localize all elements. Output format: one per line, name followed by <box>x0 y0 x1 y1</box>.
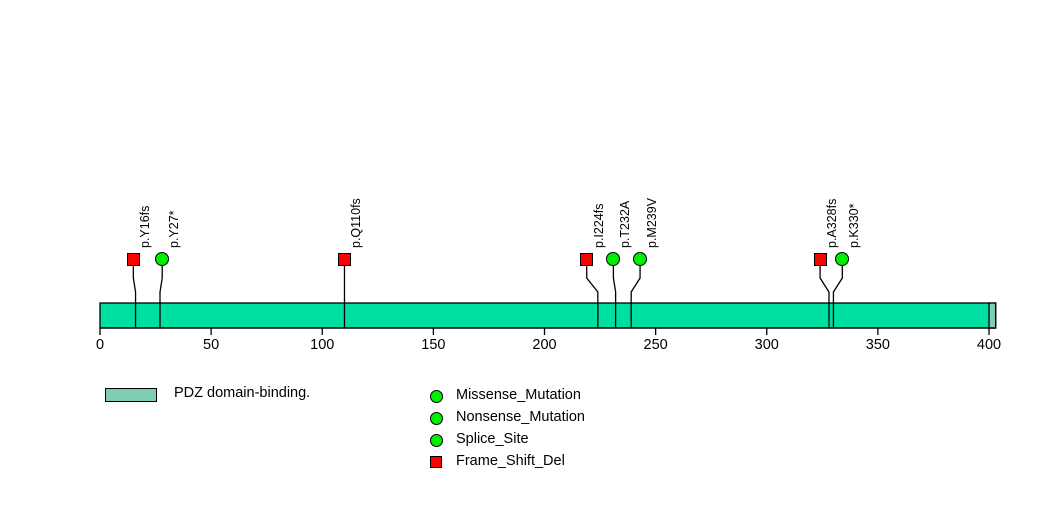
protein-backbone <box>99 302 997 329</box>
mutation-marker[interactable] <box>155 252 170 266</box>
x-axis-tick-label: 50 <box>203 337 220 353</box>
mutation-label: p.M239V <box>645 197 660 248</box>
legend-mutation-swatch <box>430 412 443 425</box>
x-axis-tick-label: 200 <box>532 337 557 353</box>
x-axis-tick-label: 350 <box>865 337 890 353</box>
mutation-marker[interactable] <box>813 252 827 266</box>
legend-mutation-label[interactable]: Splice_Site <box>456 431 529 447</box>
protein-domain[interactable] <box>988 302 997 329</box>
mutation-label: p.Y16fs <box>138 205 153 248</box>
mutation-marker[interactable] <box>835 252 850 266</box>
mutation-marker[interactable] <box>126 252 140 266</box>
x-axis-tick-label: 0 <box>95 337 105 353</box>
legend-domain-label: PDZ domain-binding. <box>174 385 311 401</box>
mutation-marker[interactable] <box>633 252 648 266</box>
legend-mutation-label[interactable]: Nonsense_Mutation <box>456 409 585 425</box>
legend-mutation-swatch <box>430 390 443 403</box>
mutation-label: p.Y27* <box>167 210 182 248</box>
x-axis-tick-label: 400 <box>976 337 1002 353</box>
mutation-label: p.T232A <box>618 200 633 248</box>
mutation-label: p.A328fs <box>825 198 840 248</box>
x-axis-tick-label: 300 <box>754 337 779 353</box>
mutation-label: p.K330* <box>847 203 862 248</box>
legend-mutation-label[interactable]: Frame_Shift_Del <box>456 453 565 469</box>
mutation-marker[interactable] <box>337 252 351 266</box>
mutation-label: p.Q110fs <box>349 198 364 248</box>
legend-domain-swatch <box>105 388 157 402</box>
mutation-label: p.I224fs <box>591 203 606 248</box>
mutation-marker[interactable] <box>606 252 621 266</box>
x-axis-tick-label: 100 <box>310 337 335 353</box>
legend-mutation-label[interactable]: Missense_Mutation <box>456 387 581 403</box>
legend-mutation-swatch <box>430 434 443 447</box>
legend-mutation-swatch <box>430 456 442 468</box>
mutation-marker[interactable] <box>580 252 594 266</box>
x-axis-tick-label: 250 <box>643 337 668 353</box>
x-axis-tick-label: 150 <box>421 337 446 353</box>
